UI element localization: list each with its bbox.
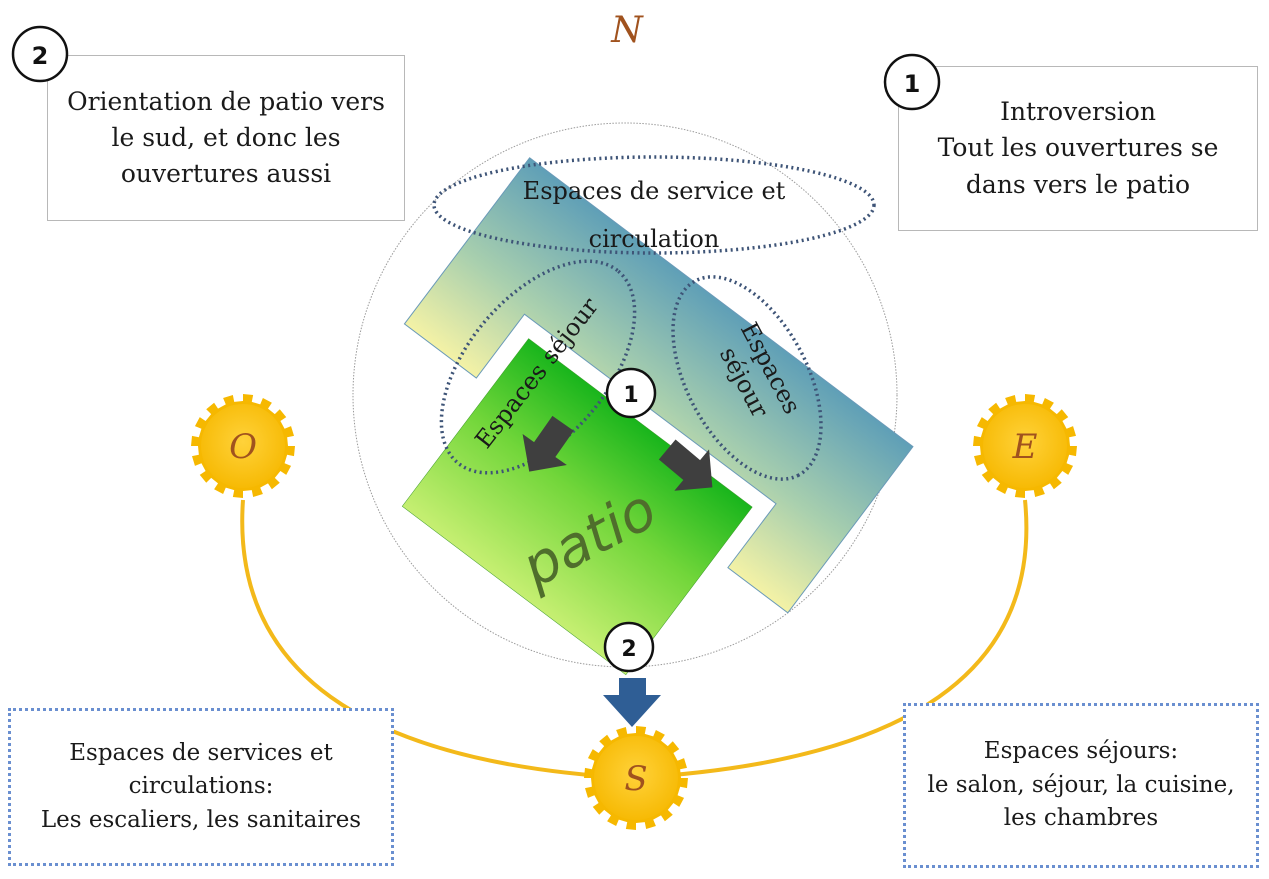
marker-orientation-center-number: 2 <box>621 637 636 662</box>
legend-east-line1: Espaces séjours: <box>983 738 1179 765</box>
west-label: O <box>229 427 257 467</box>
note-orientation-line3: ouvertures aussi <box>120 159 332 189</box>
legend-west-line3: Les escaliers, les sanitaires <box>40 806 362 833</box>
legend-west-line2: circulations: <box>128 773 274 800</box>
marker-introversion-center: 1 <box>605 367 657 419</box>
arrow-south <box>603 678 661 727</box>
sun-disc <box>201 404 285 488</box>
note-introversion: Introversion Tout les ouvertures se dans… <box>898 66 1258 231</box>
note-introversion-line2: Tout les ouvertures se <box>937 133 1219 163</box>
legend-east: Espaces séjours: le salon, séjour, la cu… <box>903 703 1259 868</box>
sejour-right-ellipse <box>671 275 823 481</box>
legend-west-line1: Espaces de services et <box>69 739 333 766</box>
service-zone-label-line2: circulation <box>589 225 720 253</box>
patio-area <box>401 338 753 676</box>
sun-east-icon <box>973 394 1077 498</box>
note-orientation-line1: Orientation de patio vers <box>67 86 385 116</box>
legend-east-line3: les chambres <box>1003 805 1159 832</box>
note-introversion-line1: Introversion <box>1000 97 1156 127</box>
north-label: N <box>610 10 644 51</box>
legend-east-line2: le salon, séjour, la cuisine, <box>927 771 1235 798</box>
sun-west-icon <box>191 394 295 498</box>
service-zone-label-line1: Espaces de service et <box>523 177 786 205</box>
house-block <box>403 157 914 614</box>
arrow-left-to-patio <box>522 415 574 472</box>
south-label: S <box>624 759 647 799</box>
arrow-right-to-patio <box>658 439 713 491</box>
sun-south-icon <box>584 726 688 830</box>
note-orientation-line2: le sud, et donc les <box>111 122 341 152</box>
note-orientation: Orientation de patio vers le sud, et don… <box>47 55 405 221</box>
service-zone-ellipse <box>432 155 876 255</box>
house-plan <box>401 157 914 676</box>
legend-west: Espaces de services et circulations: Les… <box>8 708 394 866</box>
marker-introversion-center-number: 1 <box>623 383 638 408</box>
marker-orientation-center: 2 <box>603 621 655 673</box>
sun-disc <box>983 404 1067 488</box>
note-introversion-line3: dans vers le patio <box>965 169 1191 199</box>
east-label: E <box>1012 427 1038 467</box>
sun-disc <box>594 736 678 820</box>
